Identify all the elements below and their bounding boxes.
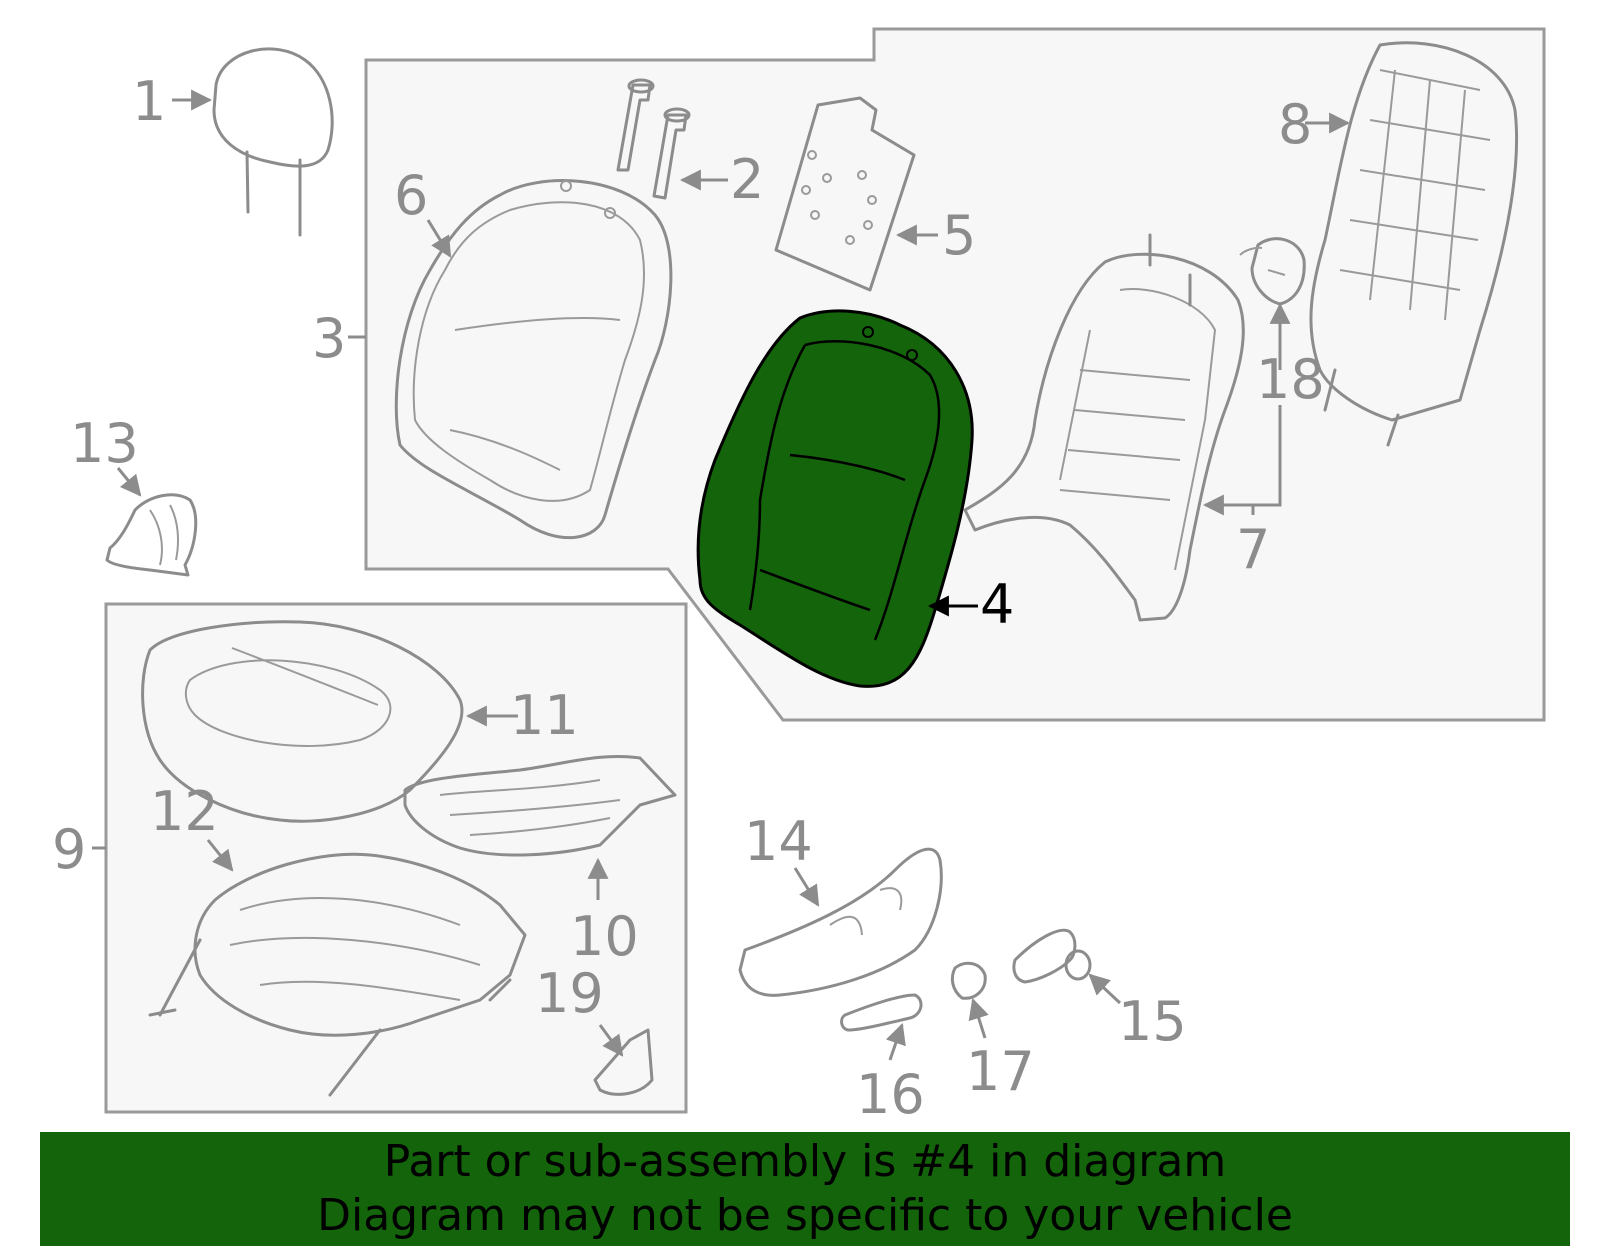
cushion-pan-part[interactable] [403,754,677,857]
seatback-frame-part[interactable] [963,233,1245,622]
callout-12: 12 [150,780,219,843]
banner-line-1: Part or sub-assembly is #4 in diagram [383,1136,1227,1187]
callout-7: 7 [1236,518,1270,581]
callout-13: 13 [70,412,139,475]
callout-4: 4 [980,573,1014,636]
callout-17: 17 [966,1040,1035,1103]
knob-part[interactable] [950,961,987,1000]
seatback-pad-part[interactable] [696,309,974,688]
headrest-guide-part[interactable] [616,78,691,200]
lever-part[interactable] [1012,928,1092,984]
leader-lines [92,89,1351,1061]
callout-18: 18 [1256,348,1325,411]
info-banner: Part or sub-assembly is #4 in diagram Di… [40,1132,1570,1246]
callout-2: 2 [730,148,764,211]
side-cover-part[interactable] [105,493,198,577]
callout-19: 19 [535,962,604,1025]
callout-3: 3 [312,307,346,370]
callout-14: 14 [744,810,813,873]
trim-cover-part[interactable] [593,1028,654,1096]
callout-8: 8 [1278,93,1312,156]
callout-16: 16 [856,1063,925,1126]
callout-labels: 1 2 3 4 5 6 7 8 9 10 11 12 13 14 15 16 1… [52,70,1325,1126]
callout-1: 1 [132,70,166,133]
seat-parts-diagram: 1 2 3 4 5 6 7 8 9 10 11 12 13 14 15 16 1… [52,27,1546,1126]
recliner-handle-part[interactable] [840,993,923,1032]
clip-part[interactable] [1239,237,1306,306]
banner-line-2: Diagram may not be specific to your vehi… [317,1190,1293,1241]
rear-panel-part[interactable] [1309,41,1519,447]
callout-10: 10 [570,905,639,968]
headrest-part[interactable] [212,47,334,237]
callout-9: 9 [52,818,86,881]
seat-frame-part[interactable] [148,852,527,1097]
side-shield-part[interactable] [738,847,943,997]
callout-6: 6 [394,164,428,227]
callout-11: 11 [510,684,579,747]
back-board-part[interactable] [774,96,916,292]
callout-5: 5 [942,204,976,267]
seatback-cover-part[interactable] [394,179,673,540]
callout-15: 15 [1118,990,1187,1053]
